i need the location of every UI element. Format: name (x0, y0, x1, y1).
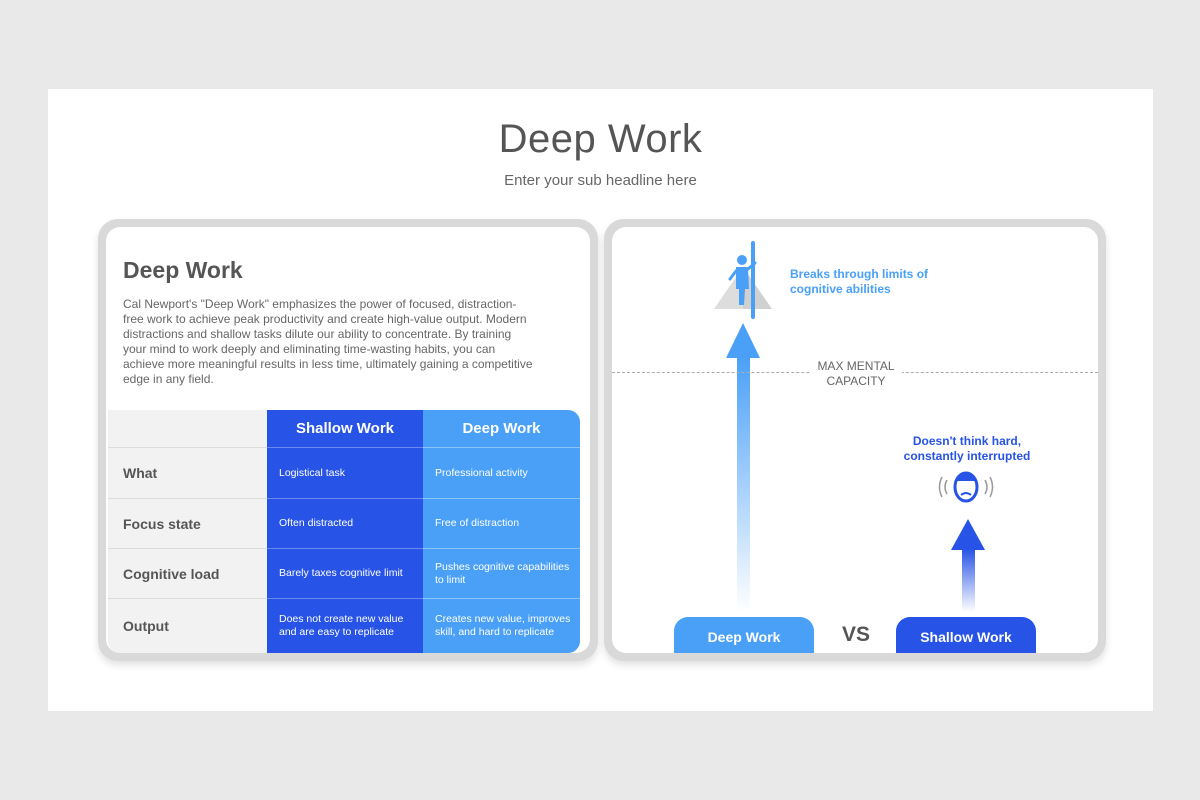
table-cell-shallow: Logistical task (267, 448, 423, 499)
max-capacity-label: MAX MENTAL CAPACITY (810, 359, 902, 389)
table-header-empty (108, 410, 267, 448)
comparison-illustration (714, 241, 994, 612)
left-panel-body: Cal Newport's "Deep Work" emphasizes the… (123, 297, 533, 386)
distracted-head-icon (938, 471, 994, 503)
arrow-up-icon (726, 323, 760, 612)
right-panel-card: MAX MENTAL CAPACITY Breaks through limit… (612, 227, 1098, 653)
table-cell-shallow: Does not create new value and are easy t… (267, 599, 423, 653)
page-title: Deep Work (498, 117, 703, 161)
table-row-label: Focus state (108, 499, 267, 549)
vs-label: VS (842, 623, 871, 646)
page-subtitle: Enter your sub headline here (504, 172, 697, 189)
climber-icon (714, 241, 772, 319)
left-panel-card: Deep Work Cal Newport's "Deep Work" emph… (106, 227, 590, 653)
deep-work-pill: Deep Work (674, 617, 814, 653)
table-row-label: Output (108, 599, 267, 653)
table-row-label: Cognitive load (108, 549, 267, 599)
table-cell-shallow: Often distracted (267, 499, 423, 549)
table-cell-deep: Pushes cognitive capabilities to limit (423, 549, 580, 599)
right-panel: MAX MENTAL CAPACITY Breaks through limit… (604, 219, 1106, 661)
shallow-work-caption: Doesn't think hard, constantly interrupt… (903, 434, 1031, 463)
comparison-table: Shallow Work Deep Work What Logistical t… (108, 410, 580, 653)
table-row-label: What (108, 448, 267, 499)
table-cell-shallow: Barely taxes cognitive limit (267, 549, 423, 599)
table-cell-deep: Professional activity (423, 448, 580, 499)
table-header-deep: Deep Work (423, 410, 580, 448)
arrow-up-icon (951, 519, 985, 612)
table-cell-deep: Creates new value, improves skill, and h… (423, 599, 580, 653)
left-panel-heading: Deep Work (123, 257, 243, 283)
table-cell-deep: Free of distraction (423, 499, 580, 549)
shallow-work-pill: Shallow Work (896, 617, 1036, 653)
table-header-shallow: Shallow Work (267, 410, 423, 448)
left-panel: Deep Work Cal Newport's "Deep Work" emph… (98, 219, 598, 661)
slide: Deep Work Enter your sub headline here D… (48, 89, 1153, 711)
deep-work-caption: Breaks through limits of cognitive abili… (790, 267, 929, 296)
